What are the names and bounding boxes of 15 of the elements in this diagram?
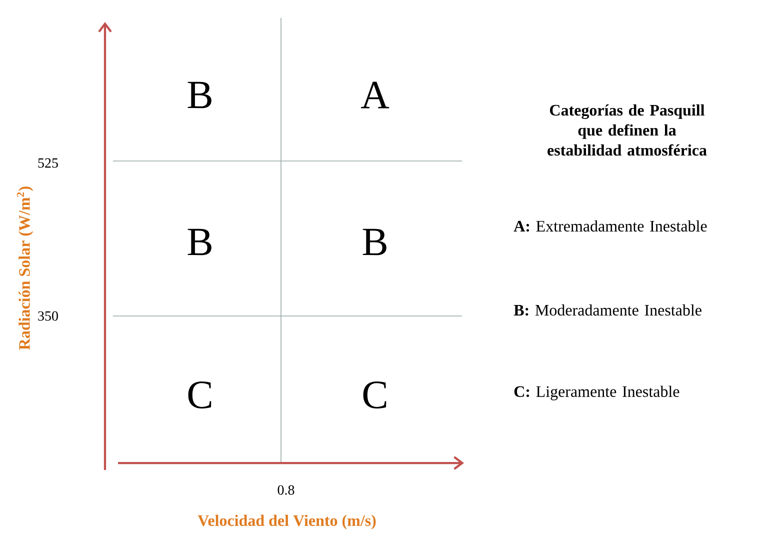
category-letter: B xyxy=(188,82,212,108)
axis-title: Velocidad del Viento (m/s) xyxy=(198,514,376,530)
axis-title: Radiación Solar (W/m$^{2}$) xyxy=(16,186,34,350)
category-letter: C xyxy=(188,382,212,408)
category-letter: A xyxy=(360,82,390,108)
category-letter: B xyxy=(188,228,212,256)
category-letter: C xyxy=(363,382,386,408)
category-description: C: Ligeramente Inestable xyxy=(514,386,680,400)
category-letter: B xyxy=(362,228,386,256)
tick-label: 0.8 xyxy=(278,485,294,495)
category-description: A: Extremadamente Inestable xyxy=(514,220,707,232)
tick-label: 525 xyxy=(38,158,58,168)
tick-label: 350 xyxy=(38,311,58,321)
category-description: B: Moderadamente Inestable xyxy=(514,304,702,316)
heading: Categorías de Pasquill que definen la estabilidad atmosférica xyxy=(548,104,707,156)
